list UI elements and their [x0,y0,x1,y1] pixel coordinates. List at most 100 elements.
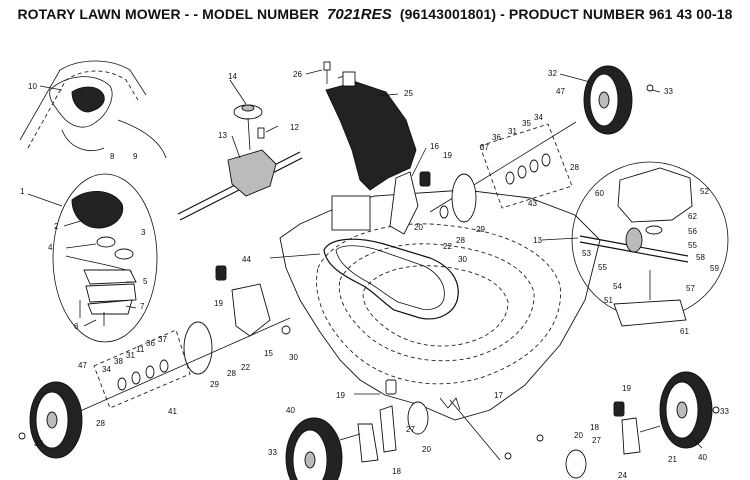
callout-41: 41 [168,407,177,416]
callout-32: 32 [548,69,557,78]
callout-47-top: 47 [556,87,565,96]
callout-52: 52 [700,187,709,196]
callout-19-right: 19 [622,384,631,393]
callout-2: 2 [54,222,59,231]
callout-59: 59 [710,264,719,273]
handle-grip-assembly [19,60,167,159]
callout-22-left: 22 [241,363,250,372]
callout-27-center: 27 [406,425,415,434]
height-adjuster-15 [215,265,291,337]
callout-12: 12 [290,123,299,132]
callout-21: 21 [668,455,677,464]
callout-38: 38 [114,357,123,366]
height-adjuster-16 [331,171,477,235]
callout-26: 26 [293,70,302,79]
callout-33-left: 33 [34,439,43,448]
callout-28-bottom: 28 [96,419,105,428]
callout-20-center: 20 [422,445,431,454]
callout-55-left: 55 [598,263,607,272]
callout-4: 4 [48,243,53,252]
callout-60: 60 [595,189,604,198]
leader-lines [27,69,703,449]
callout-37-top: 37 [480,143,489,152]
callout-11: 11 [136,345,145,354]
callout-29-top: 29 [476,225,485,234]
callout-25: 25 [404,89,413,98]
callout-54: 54 [613,282,622,291]
callout-53: 53 [582,249,591,258]
callout-31-left: 31 [126,351,135,360]
callout-30-top: 30 [458,255,467,264]
callout-19-left: 19 [214,299,223,308]
callout-29-left: 29 [210,380,219,389]
callout-13: 13 [218,131,227,140]
callout-13-detail: 13 [533,236,542,245]
callout-24: 24 [618,471,627,480]
lever-detail-callout [52,173,158,343]
callout-10: 10 [28,82,37,91]
callout-33-bottom: 33 [268,448,277,457]
rear-axle-hardware [429,121,577,213]
callout-16: 16 [430,142,439,151]
callout-8: 8 [110,152,115,161]
callout-40-center: 40 [286,406,295,415]
callout-9: 9 [133,152,138,161]
callout-1: 1 [20,187,25,196]
front-axle-hardware [59,317,291,421]
gearbox-detail-callout [571,161,729,327]
callout-56: 56 [688,227,697,236]
callout-17: 17 [494,391,503,400]
callout-43: 43 [528,199,537,208]
callout-19-center: 19 [336,391,345,400]
callout-47-left: 47 [78,361,87,370]
callout-55-right: 55 [688,241,697,250]
bottom-adjuster-parts [379,399,587,479]
callout-57: 57 [686,284,695,293]
callout-34-left: 34 [102,365,111,374]
rear-flap-25 [325,71,417,191]
wheel-40-right [613,371,720,455]
callout-15: 15 [264,349,273,358]
callout-33-right: 33 [720,407,729,416]
callout-28-top: 28 [456,236,465,245]
wheel-40-front-left [18,381,83,459]
callout-7: 7 [140,302,145,311]
gearbox-13 [177,104,303,221]
callout-3: 3 [141,228,146,237]
callout-30-left: 30 [289,353,298,362]
callout-40-right: 40 [698,453,707,462]
callout-20-right: 20 [574,431,583,440]
callout-20: 20 [414,223,423,232]
callout-6: 6 [74,322,79,331]
diagram-title: ROTARY LAWN MOWER - - MODEL NUMBER 7021R… [0,6,750,23]
callout-36-left: 36 [146,339,155,348]
control-handle-44 [323,238,459,320]
callout-31-top: 31 [508,127,517,136]
callout-28-left: 28 [227,369,236,378]
title-prefix: ROTARY LAWN MOWER - - MODEL NUMBER [17,6,319,22]
callout-51: 51 [604,296,613,305]
title-suffix: (96143001801) - PRODUCT NUMBER 961 43 00… [399,6,733,22]
wheel-40-bottom [285,417,379,480]
callout-36-top: 36 [492,133,501,142]
callout-14: 14 [228,72,237,81]
callout-18-center: 18 [392,467,401,476]
callout-18-right: 18 [590,423,599,432]
callout-labels: 10 8 9 1 2 3 4 5 7 6 14 12 13 26 25 16 1… [20,69,729,480]
callout-44: 44 [242,255,251,264]
callout-58: 58 [696,253,705,262]
model-number: 7021RES [326,6,392,23]
callout-62: 62 [688,212,697,221]
callout-27-right: 27 [592,436,601,445]
callout-61: 61 [680,327,689,336]
callout-33-top: 33 [664,87,673,96]
callout-37-left: 37 [158,335,167,344]
callout-28-right: 28 [570,163,579,172]
callout-19-top: 19 [443,151,452,160]
wheel-32 [583,65,654,135]
callout-22-top: 22 [443,242,452,251]
callout-5: 5 [143,277,148,286]
callout-35: 35 [522,119,531,128]
bolt-26 [323,61,331,84]
